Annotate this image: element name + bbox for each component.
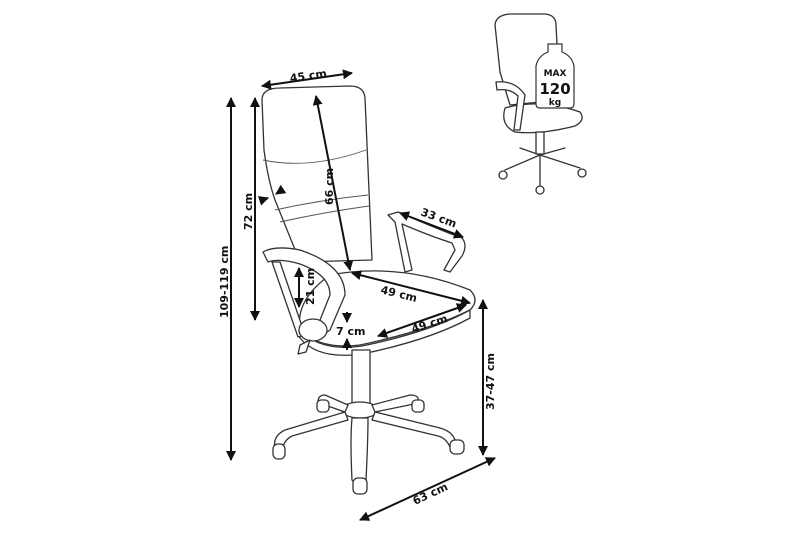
label-seat-height: 37-47 cm — [484, 353, 497, 410]
weight-max-label: MAX — [544, 69, 567, 79]
label-backrest-height: 66 cm — [323, 168, 336, 205]
weight-unit: kg — [549, 98, 561, 108]
label-backrest-side-height: 72 cm — [242, 193, 255, 230]
main-chair-illustration — [261, 85, 476, 495]
label-seat-thickness: 7 cm — [336, 325, 365, 338]
dimension-lines — [226, 69, 496, 521]
label-armrest-height: 21 cm — [304, 268, 317, 305]
label-base-diameter: 63 cm — [411, 480, 450, 507]
label-total-height: 109-119 cm — [218, 246, 231, 318]
label-seat-back-width: 45 cm — [289, 67, 328, 85]
weight-value: 120 — [539, 80, 570, 98]
weight-limit-badge: MAX 120 kg — [535, 43, 575, 109]
